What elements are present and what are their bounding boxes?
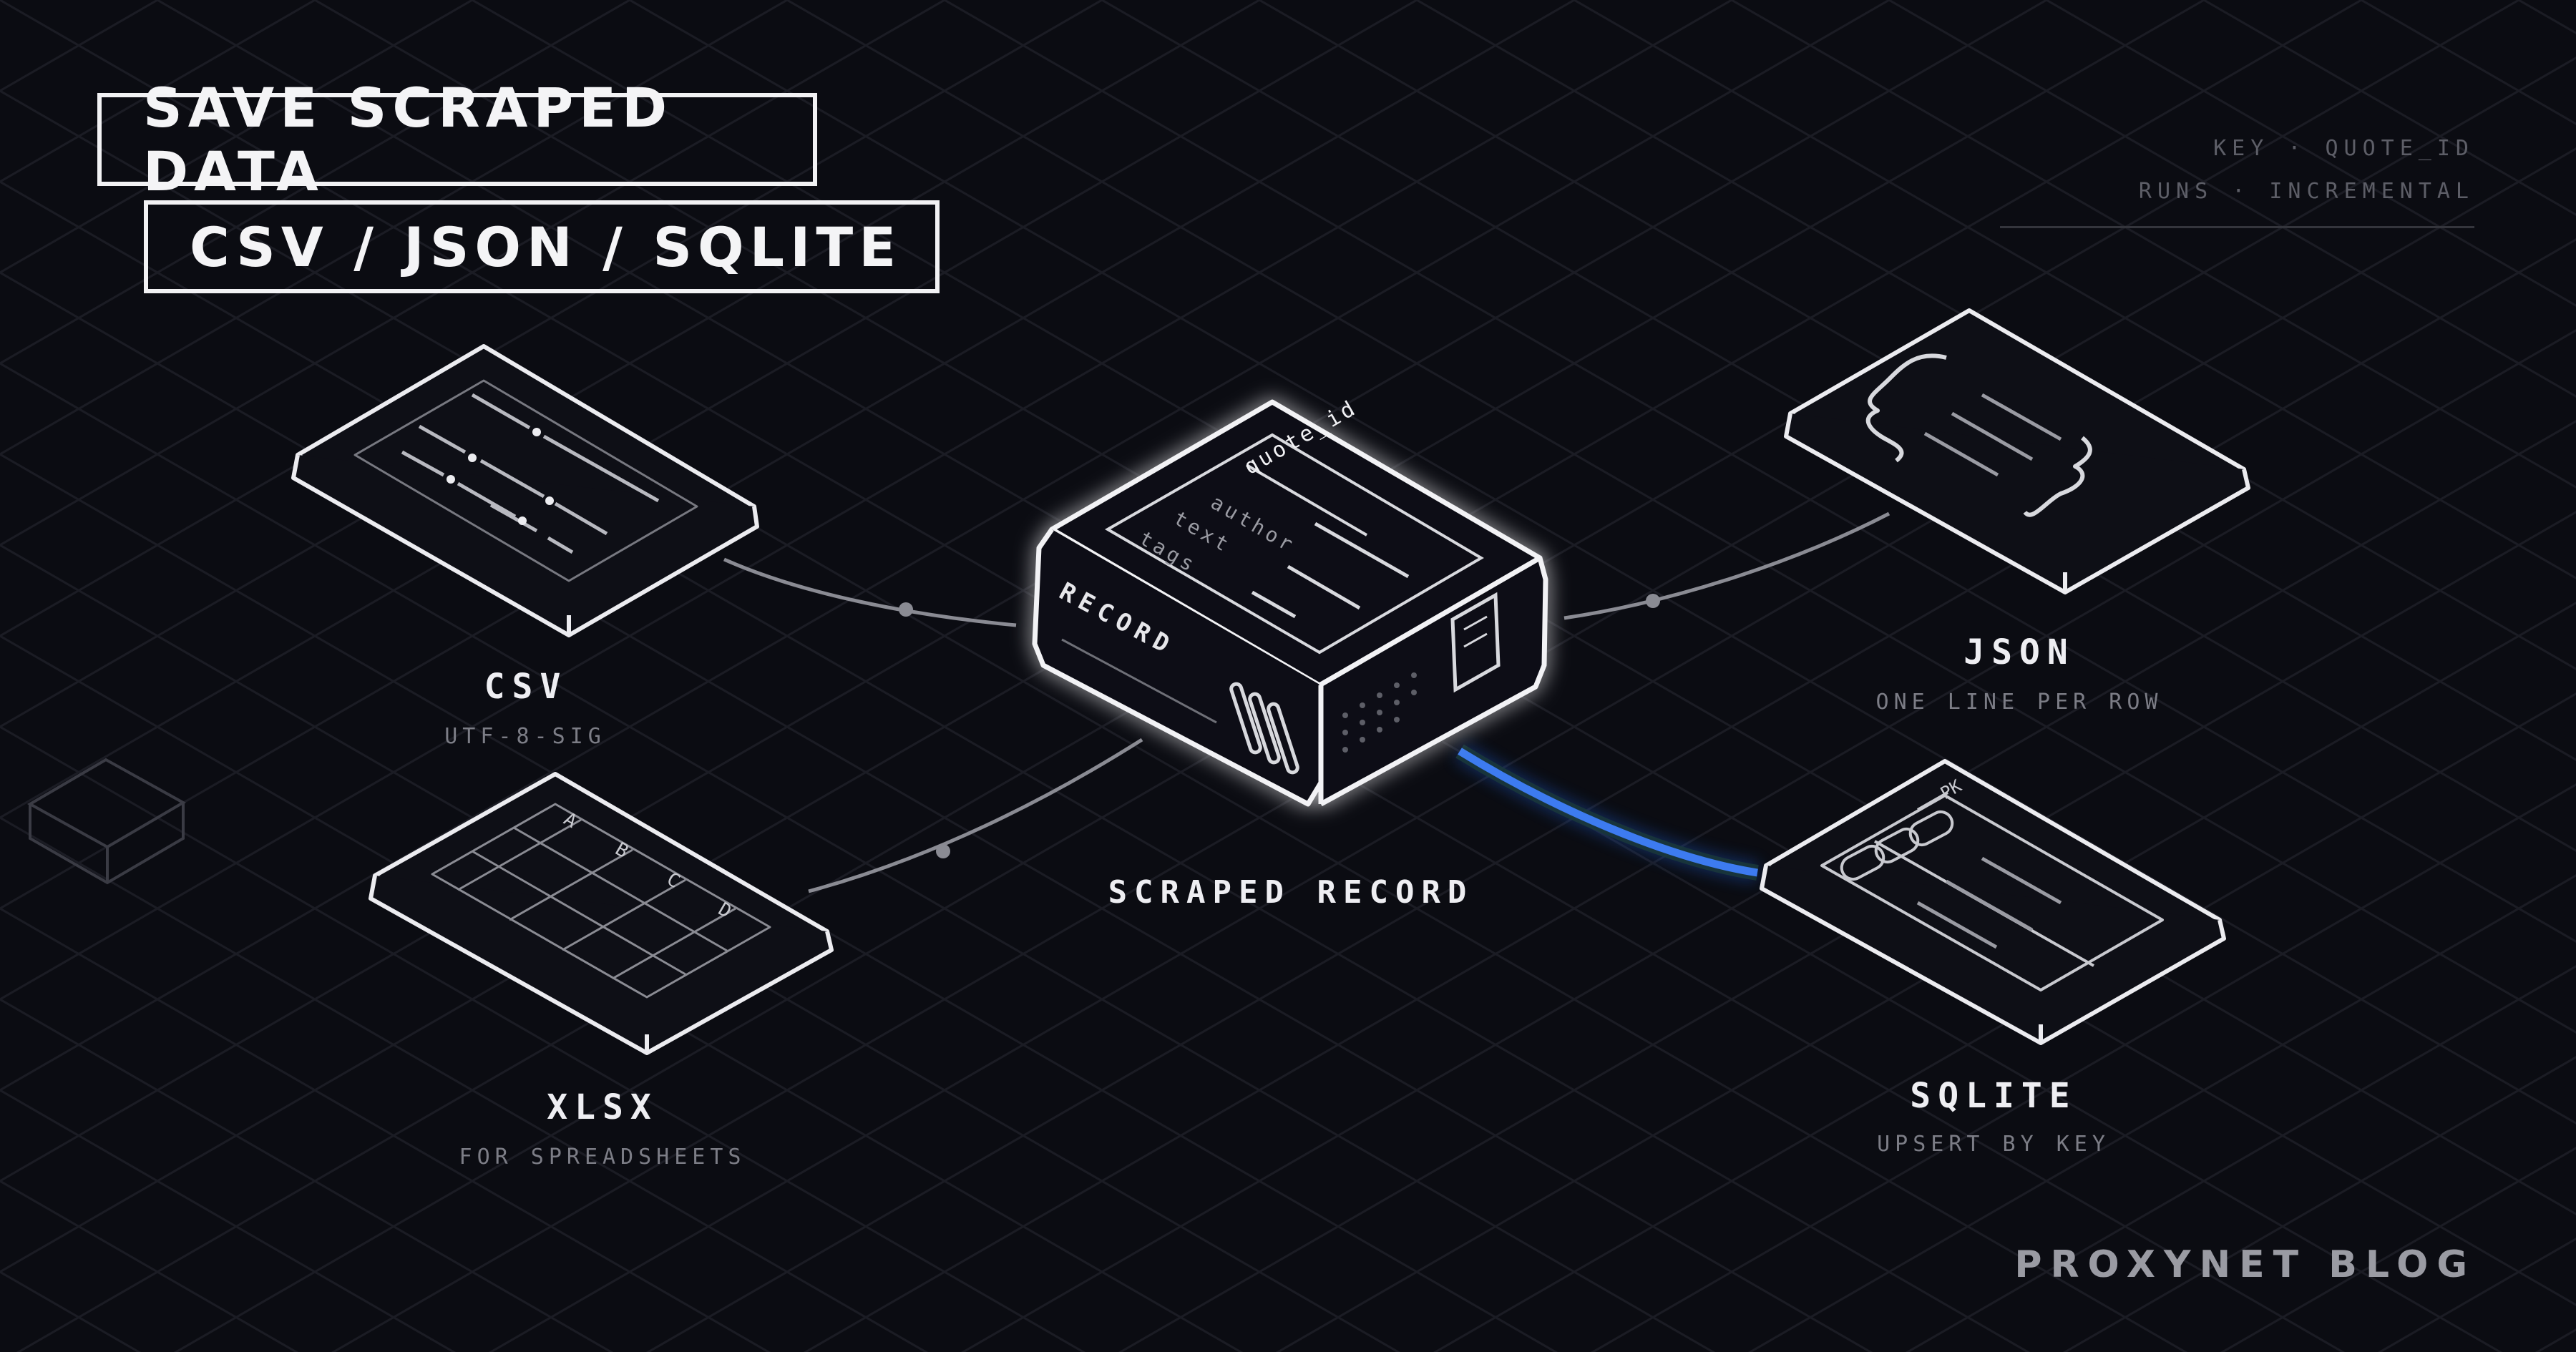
center-node-label: SCRAPED RECORD [1108,874,1474,911]
page-subtitle: CSV / JSON / SQLITE [144,200,940,293]
xlsx-tablet-icon [369,772,834,1055]
json-tablet-icon [1784,308,2250,594]
page-title: SAVE SCRAPED DATA [97,76,817,203]
record-box-details [1061,433,1501,775]
record-vent-dots [1342,672,1417,753]
decor-cube-icon [26,758,187,885]
connector-xlsx [808,738,1143,893]
connectors [723,511,1890,893]
connector-sqlite-highlight [1454,742,1760,883]
sqlite-tablet-icon [1760,759,2226,1045]
brand-footer: PROXYNET BLOG [2014,1243,2476,1286]
sqlite-sub: UPSERT BY KEY [1877,1132,2110,1157]
csv-sub: UTF-8-SIG [444,724,606,749]
json-label: JSON [1963,632,2075,672]
json-sub: ONE LINE PER ROW [1875,690,2163,715]
meta-key-line: KEY · QUOTE_ID [2213,136,2474,161]
connector-dots [899,594,1660,858]
connector-json [1563,511,1890,620]
sqlite-label: SQLITE [1910,1076,2077,1116]
meta-divider [2000,226,2474,228]
meta-runs-line: RUNS · INCREMENTAL [2138,179,2474,204]
csv-label: CSV [484,667,568,707]
csv-tablet-icon [291,344,759,637]
xlsx-sub: FOR SPREADSHEETS [459,1145,746,1170]
xlsx-label: XLSX [547,1087,658,1127]
connector-csv [723,557,1017,627]
record-box-icon [1032,399,1548,807]
